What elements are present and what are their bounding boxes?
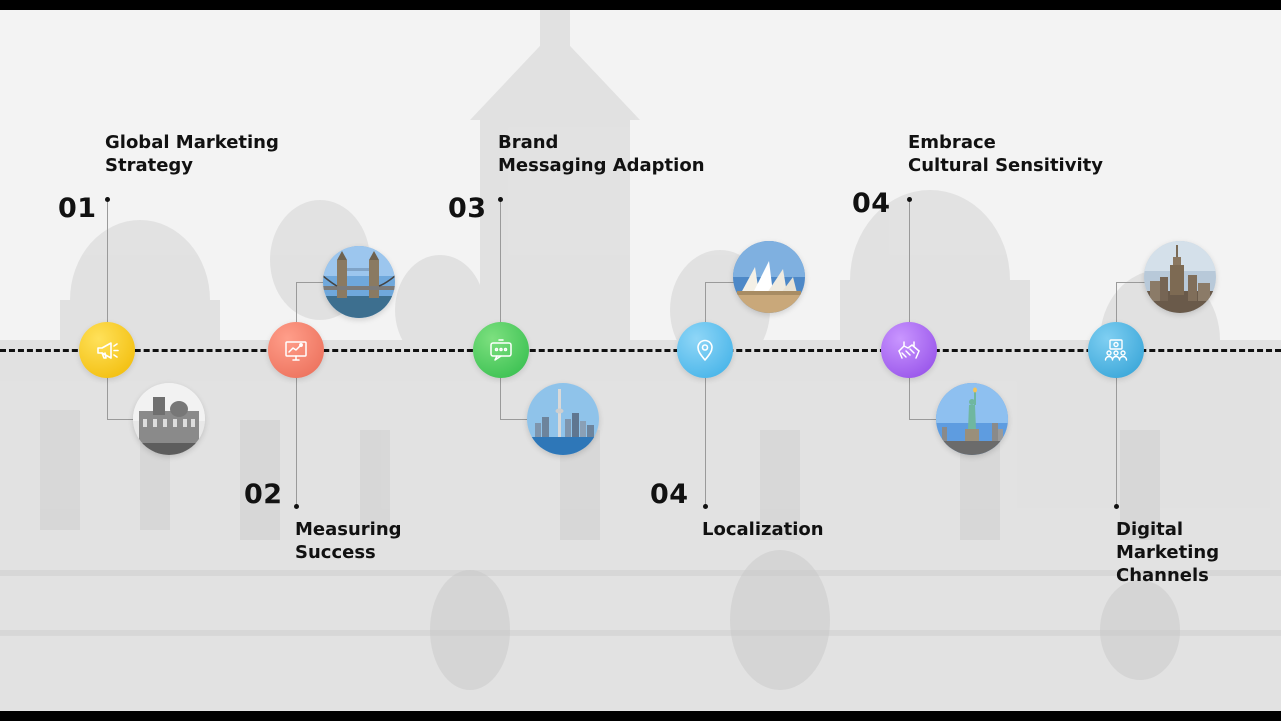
step-title-4: Localization (702, 518, 824, 541)
step-title-2: Measuring Success (295, 518, 402, 564)
location-pin-icon (691, 336, 719, 364)
step-node-6[interactable] (1088, 322, 1144, 378)
toronto-skyline-photo (527, 383, 599, 455)
connector-line (107, 200, 108, 420)
step-title-6: Digital Marketing Channels (1116, 518, 1219, 587)
step-title-3: Brand Messaging Adaption (498, 131, 705, 177)
step-title-5: Embrace Cultural Sensitivity (908, 131, 1103, 177)
connector-line (909, 200, 910, 420)
connector-line (500, 200, 501, 420)
sydney-opera-house-photo (733, 241, 805, 313)
connector-line (296, 282, 326, 283)
chat-bubble-icon (487, 336, 515, 364)
connector-line (909, 419, 939, 420)
step-title-1: Global Marketing Strategy (105, 131, 279, 177)
step-node-1[interactable] (79, 322, 135, 378)
step-number-2: 02 (244, 479, 283, 510)
step-number-5: 04 (852, 188, 891, 219)
statue-of-liberty-photo (936, 383, 1008, 455)
background-building-illustration (0, 10, 1281, 711)
connector-dot (105, 197, 110, 202)
connector-dot (1114, 504, 1119, 509)
step-node-3[interactable] (473, 322, 529, 378)
handshake-icon (895, 336, 923, 364)
step-number-3: 03 (448, 193, 487, 224)
connector-dot (294, 504, 299, 509)
step-node-5[interactable] (881, 322, 937, 378)
connector-line (296, 282, 297, 506)
connector-dot (703, 504, 708, 509)
team-network-icon (1102, 336, 1130, 364)
connector-line (1116, 282, 1146, 283)
connector-dot (498, 197, 503, 202)
connector-dot (907, 197, 912, 202)
tower-bridge-photo (323, 246, 395, 318)
connector-line (705, 282, 706, 506)
step-number-4: 04 (650, 479, 689, 510)
empire-state-building-photo (1144, 241, 1216, 313)
step-number-1: 01 (58, 193, 97, 224)
connector-line (500, 419, 530, 420)
connector-line (705, 282, 735, 283)
step-node-2[interactable] (268, 322, 324, 378)
step-node-4[interactable] (677, 322, 733, 378)
connector-line (1116, 282, 1117, 506)
mumbai-palace-photo (133, 383, 205, 455)
analytics-monitor-icon (282, 336, 310, 364)
slide: 01 Global Marketing Strategy 02 Measurin… (0, 10, 1281, 711)
megaphone-icon (93, 336, 121, 364)
